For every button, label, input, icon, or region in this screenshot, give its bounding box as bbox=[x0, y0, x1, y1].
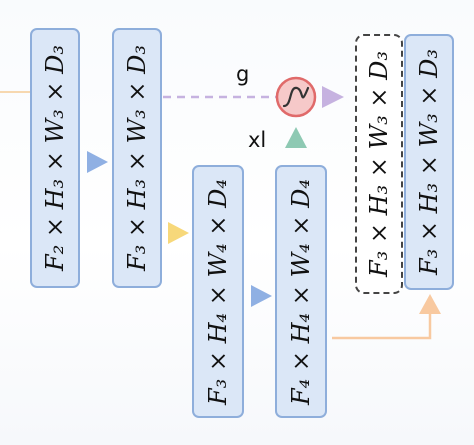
sigmoid-gate-icon bbox=[275, 76, 317, 118]
skip-connection-line bbox=[332, 314, 432, 340]
feature-block-6: F₃ × H₃ × W₃ × D₃ bbox=[404, 34, 454, 290]
block-5-dims: F₃ × H₃ × W₃ × D₃ bbox=[365, 50, 393, 278]
feature-block-4: F₄ × H₄ × W₄ × D₄ bbox=[275, 165, 327, 418]
gated-output-block: F₃ × H₃ × W₃ × D₃ bbox=[355, 34, 403, 294]
feature-block-3: F₃ × H₄ × W₄ × D₄ bbox=[192, 165, 244, 418]
feature-block-2: F₃ × H₃ × W₃ × D₃ bbox=[112, 28, 162, 288]
block-3-dims: F₃ × H₄ × W₄ × D₄ bbox=[204, 178, 232, 405]
purple-arrow bbox=[322, 86, 344, 108]
blue-arrow-1 bbox=[87, 151, 108, 173]
block-2-dims: F₃ × H₃ × W₃ × D₃ bbox=[123, 44, 151, 272]
green-up-arrow bbox=[285, 127, 307, 148]
g-label: g bbox=[236, 62, 250, 86]
block-4-dims: F₄ × H₄ × W₄ × D₄ bbox=[287, 178, 315, 405]
feature-block-1: F₂ × H₃ × W₃ × D₃ bbox=[30, 28, 80, 288]
block-6-dims: F₃ × H₃ × W₃ × D₃ bbox=[415, 48, 443, 276]
blue-arrow-2 bbox=[251, 285, 272, 307]
block-1-dims: F₂ × H₃ × W₃ × D₃ bbox=[41, 44, 69, 272]
xl-label: xl bbox=[248, 128, 267, 152]
yellow-arrow bbox=[168, 222, 189, 244]
orange-up-arrow bbox=[419, 294, 441, 314]
